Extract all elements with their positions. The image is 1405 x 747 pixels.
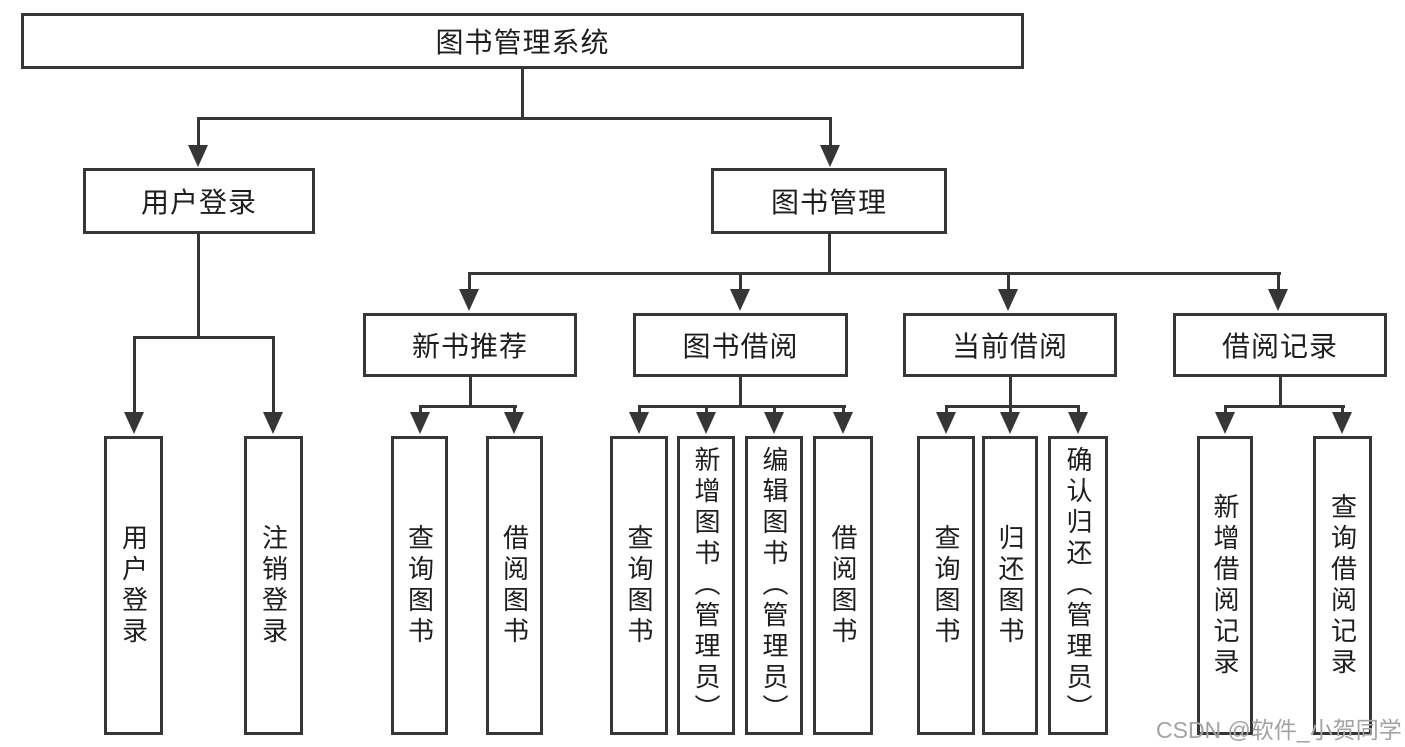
connector-root-rail — [197, 117, 832, 120]
arrow-down-icon — [1068, 412, 1088, 434]
leaf-borrow-query-books: 查询图书 — [610, 436, 668, 735]
arrow-down-icon — [410, 412, 430, 434]
node-current-borrow: 当前借阅 — [903, 313, 1117, 377]
connector-bookborrow-drop-4 — [842, 405, 845, 414]
node-root-label: 图书管理系统 — [435, 27, 610, 58]
connector-newbook-rail — [419, 405, 517, 408]
leaf-records-query-record: 查询借阅记录 — [1313, 436, 1372, 735]
connector-bookmgmt-drop-4 — [1277, 272, 1280, 291]
connector-newbook-drop-2 — [513, 405, 516, 414]
connector-bookmgmt-rail — [468, 272, 1281, 275]
leaf-borrow-edit-books-admin: 编辑图书（管理员） — [745, 436, 803, 735]
arrow-down-icon — [764, 412, 784, 434]
connector-userlogin-rail — [133, 336, 275, 339]
connector-bookmgmt-stem — [828, 234, 831, 272]
connector-root-drop-right — [829, 117, 832, 147]
leaf-borrow-add-books-admin: 新增图书（管理员） — [677, 436, 735, 735]
node-user-login-module-label: 用户登录 — [140, 187, 257, 218]
csdn-watermark: CSDN @软件_小贺同学 — [1156, 717, 1402, 743]
node-borrow-records: 借阅记录 — [1173, 313, 1387, 377]
node-new-book-recommend-label: 新书推荐 — [411, 331, 528, 362]
arrow-down-icon — [1000, 412, 1020, 434]
leaf-logout-label: 注销登录 — [258, 523, 289, 648]
connector-currentborrow-stem — [1009, 377, 1012, 405]
arrow-down-icon — [696, 412, 716, 434]
connector-currentborrow-drop-2 — [1009, 405, 1012, 414]
node-current-borrow-label: 当前借阅 — [951, 331, 1068, 362]
leaf-newbook-query-books-label: 查询图书 — [404, 523, 435, 648]
node-root: 图书管理系统 — [21, 13, 1024, 69]
leaf-records-add-record-label: 新增借阅记录 — [1210, 492, 1240, 679]
arrow-down-icon — [936, 412, 956, 434]
arrow-down-icon — [124, 412, 144, 434]
node-borrow-records-label: 借阅记录 — [1221, 331, 1338, 362]
arrow-down-icon — [188, 145, 208, 167]
leaf-current-query-books-label: 查询图书 — [931, 523, 961, 648]
connector-bookborrow-drop-3 — [773, 405, 776, 414]
node-new-book-recommend: 新书推荐 — [363, 313, 577, 377]
connector-bookborrow-drop-2 — [705, 405, 708, 414]
arrow-down-icon — [1268, 289, 1288, 311]
node-book-borrow-label: 图书借阅 — [682, 331, 799, 362]
arrow-down-icon — [629, 412, 649, 434]
leaf-logout: 注销登录 — [244, 436, 303, 735]
node-book-management-module: 图书管理 — [711, 168, 947, 234]
leaf-borrow-add-books-admin-label: 新增图书（管理员） — [691, 446, 721, 725]
leaf-newbook-query-books: 查询图书 — [391, 436, 448, 735]
connector-currentborrow-drop-3 — [1077, 405, 1080, 414]
arrow-down-icon — [820, 145, 840, 167]
leaf-records-query-record-label: 查询借阅记录 — [1327, 492, 1358, 679]
arrow-down-icon — [1215, 412, 1235, 434]
leaf-borrow-borrow-books: 借阅图书 — [813, 436, 873, 735]
leaf-borrow-borrow-books-label: 借阅图书 — [828, 523, 858, 648]
connector-userlogin-drop-2 — [272, 336, 275, 414]
connector-records-stem — [1279, 377, 1282, 405]
connector-records-drop-1 — [1224, 405, 1227, 414]
connector-newbook-stem — [469, 377, 472, 405]
leaf-current-confirm-return-admin: 确认归还（管理员） — [1048, 436, 1108, 735]
connector-userlogin-drop-1 — [133, 336, 136, 414]
connector-records-rail — [1224, 405, 1345, 408]
connector-bookborrow-stem — [739, 377, 742, 405]
arrow-down-icon — [833, 412, 853, 434]
node-book-borrow: 图书借阅 — [633, 313, 848, 377]
leaf-borrow-edit-books-admin-label: 编辑图书（管理员） — [759, 446, 789, 725]
leaf-user-login-label: 用户登录 — [118, 523, 149, 648]
leaf-user-login: 用户登录 — [104, 436, 163, 735]
connector-currentborrow-rail — [945, 405, 1080, 408]
arrow-down-icon — [998, 289, 1018, 311]
connector-bookmgmt-drop-1 — [468, 272, 471, 291]
connector-root-drop-left — [197, 117, 200, 147]
leaf-current-confirm-return-admin-label: 确认归还（管理员） — [1063, 446, 1093, 725]
connector-records-drop-2 — [1341, 405, 1344, 414]
leaf-newbook-borrow-books: 借阅图书 — [486, 436, 543, 735]
leaf-newbook-borrow-books-label: 借阅图书 — [499, 523, 530, 648]
connector-root-stem — [521, 66, 524, 117]
connector-bookmgmt-drop-3 — [1007, 272, 1010, 291]
connector-newbook-drop-1 — [419, 405, 422, 414]
leaf-current-return-books-label: 归还图书 — [995, 523, 1025, 648]
connector-bookborrow-drop-1 — [638, 405, 641, 414]
node-user-login-module: 用户登录 — [83, 168, 315, 234]
connector-bookborrow-rail — [638, 405, 846, 408]
connector-currentborrow-drop-1 — [945, 405, 948, 414]
node-book-management-module-label: 图书管理 — [770, 187, 887, 218]
connector-bookmgmt-drop-2 — [739, 272, 742, 291]
arrow-down-icon — [263, 412, 283, 434]
arrow-down-icon — [459, 289, 479, 311]
arrow-down-icon — [1332, 412, 1352, 434]
leaf-current-return-books: 归还图书 — [982, 436, 1038, 735]
leaf-records-add-record: 新增借阅记录 — [1197, 436, 1253, 735]
arrow-down-icon — [730, 289, 750, 311]
connector-userlogin-stem — [197, 234, 200, 336]
leaf-current-query-books: 查询图书 — [917, 436, 975, 735]
leaf-borrow-query-books-label: 查询图书 — [624, 523, 654, 648]
arrow-down-icon — [504, 412, 524, 434]
